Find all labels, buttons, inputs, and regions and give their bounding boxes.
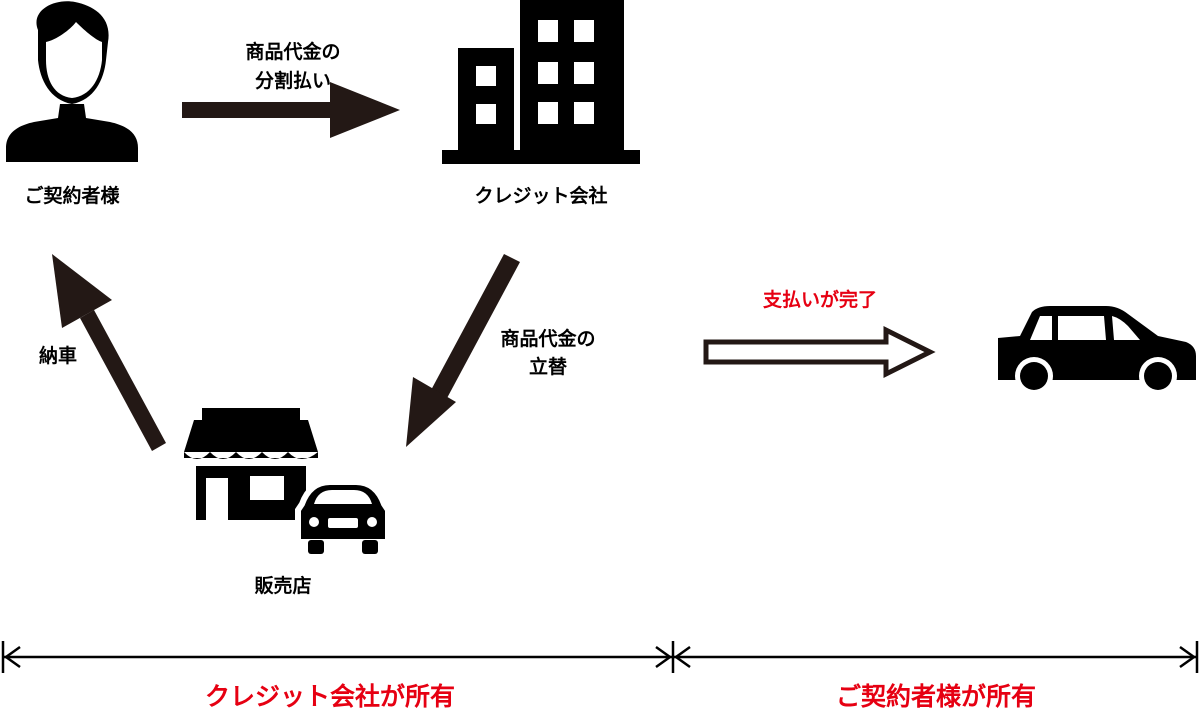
delivery-label: 納車 — [39, 344, 77, 367]
arrow-payment-complete — [703, 325, 936, 379]
advance-label-line2: 立替 — [529, 355, 568, 378]
advance-label-line1: 商品代金の — [500, 327, 595, 350]
owner-credit-label: クレジット会社が所有 — [205, 682, 455, 711]
shop-icon — [184, 408, 318, 520]
customer-icon — [6, 1, 138, 162]
owner-customer-label: ご契約者様が所有 — [836, 682, 1036, 711]
customer-label: ご契約者様 — [24, 184, 120, 207]
arrow-delivery — [52, 254, 166, 451]
car-icon — [998, 306, 1196, 395]
arrow-advance — [406, 254, 520, 447]
installment-label-line2: 分割払い — [255, 69, 331, 92]
dealer-car-icon — [295, 479, 391, 554]
building-icon — [442, 0, 640, 164]
payment-complete-label: 支払いが完了 — [762, 288, 877, 311]
installment-label-line1: 商品代金の — [245, 40, 340, 63]
arrow-installment — [182, 82, 400, 138]
dealer-label: 販売店 — [254, 574, 311, 597]
timeline — [1, 641, 1199, 673]
credit-company-label: クレジット会社 — [474, 184, 607, 207]
